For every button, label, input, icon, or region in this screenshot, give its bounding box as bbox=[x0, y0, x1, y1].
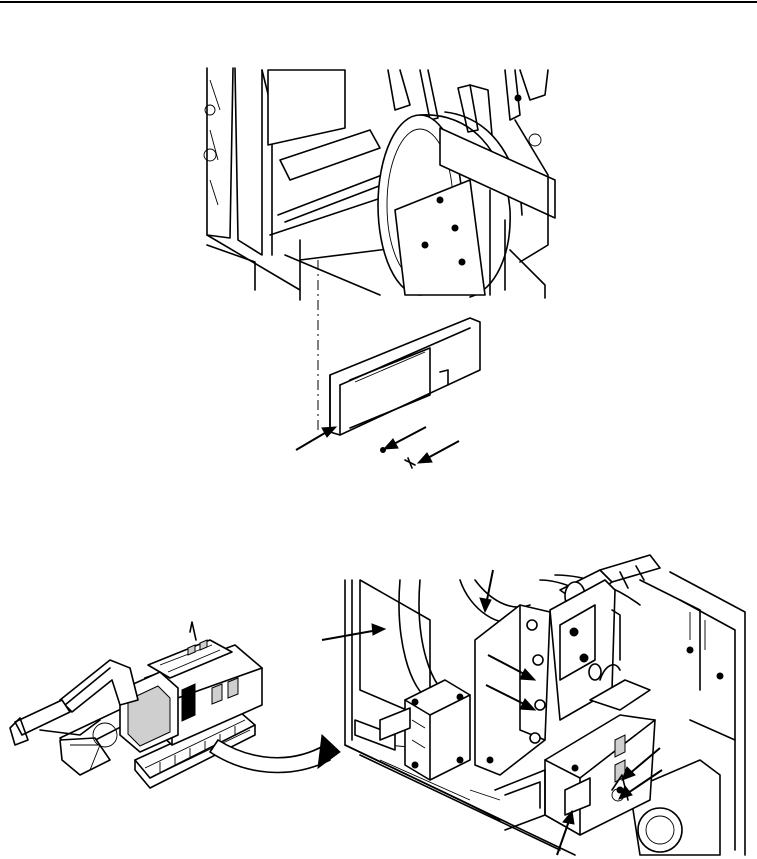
hose-reel-drum bbox=[377, 111, 523, 298]
frame-housing bbox=[203, 67, 439, 301]
reel-housing-frame bbox=[344, 571, 746, 856]
cover-screw bbox=[380, 447, 416, 469]
callout-arrows-bottom bbox=[321, 569, 663, 856]
access-cover-plate bbox=[329, 317, 481, 436]
header-rule bbox=[0, 1, 757, 3]
right-mounting-plate bbox=[549, 579, 621, 721]
access-cover-removal-detail bbox=[203, 67, 556, 469]
left-mount-bracket bbox=[379, 679, 471, 781]
floor-plate bbox=[379, 759, 546, 831]
callout-arrows-top bbox=[295, 426, 460, 464]
excavator-boom bbox=[9, 659, 139, 776]
support-arm bbox=[474, 604, 551, 776]
locator-pointer-arrow bbox=[209, 733, 341, 774]
excavator-locator-view bbox=[9, 621, 341, 789]
crossbeam bbox=[439, 69, 556, 299]
hose-reel-mounting-detail bbox=[321, 554, 746, 856]
